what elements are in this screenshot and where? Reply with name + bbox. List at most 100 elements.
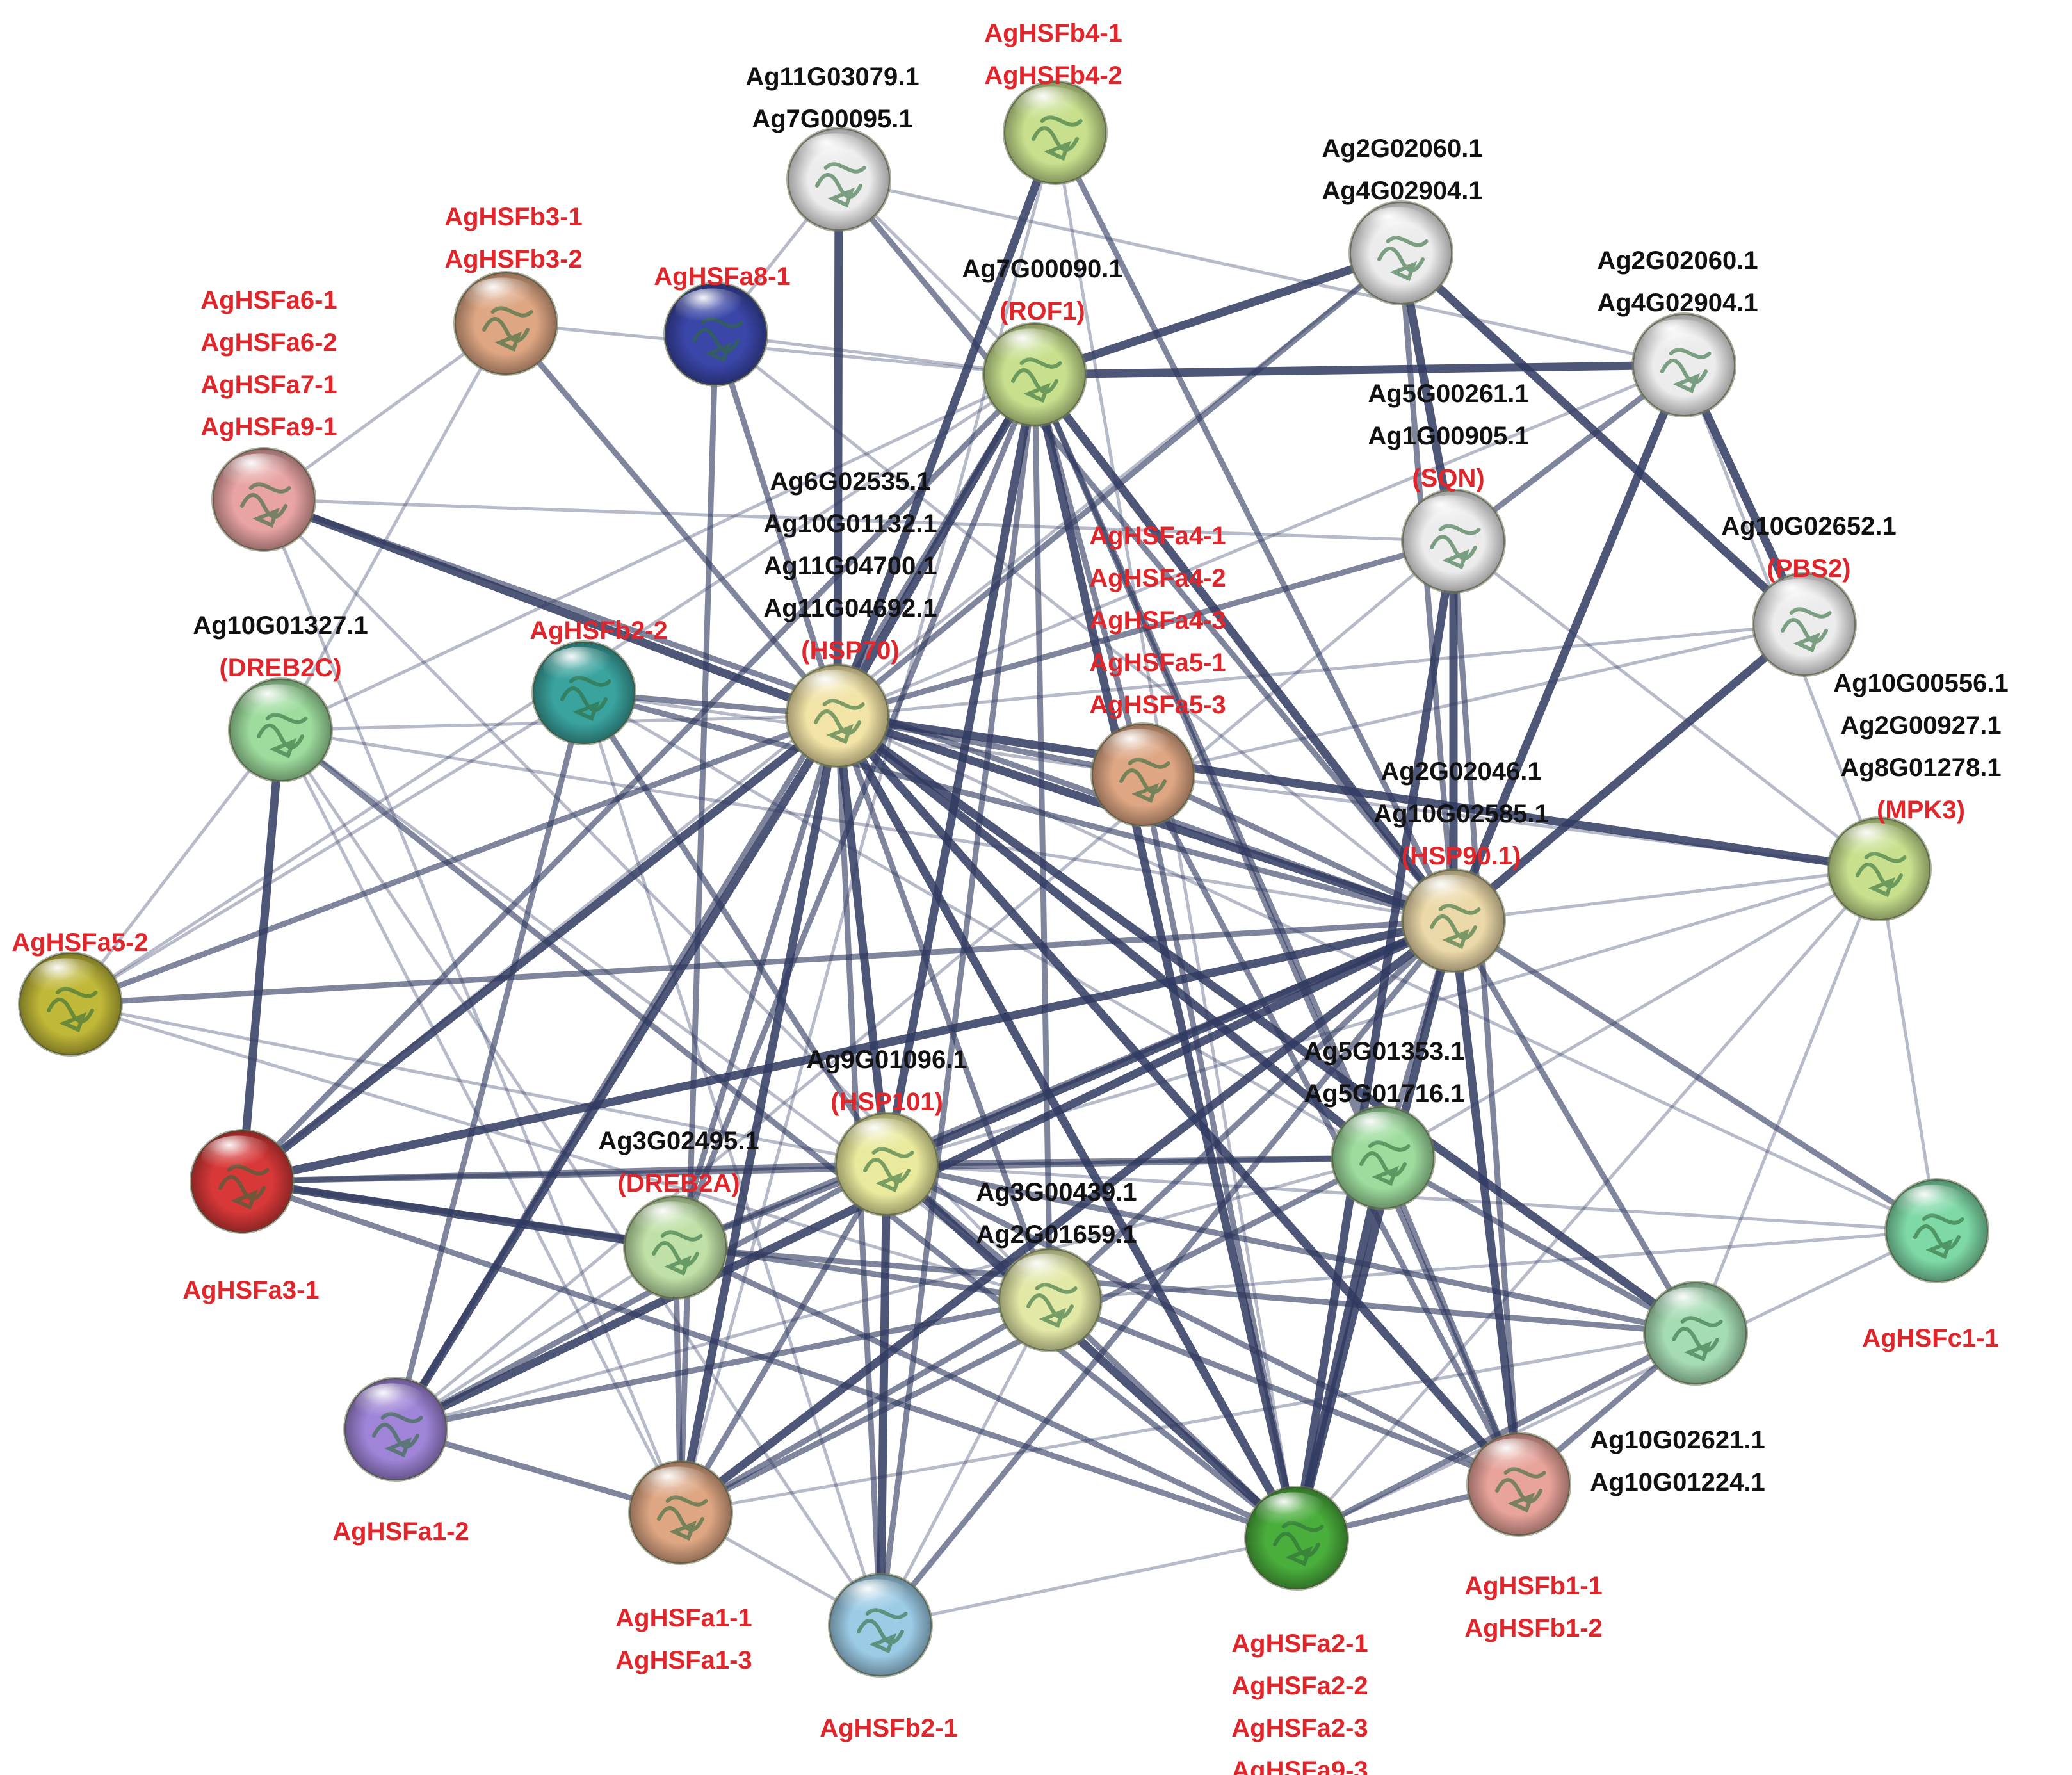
edge-ag3g00439-hsfb1 — [1047, 1297, 1522, 1487]
node-label: Ag2G02060.1 — [1322, 134, 1482, 163]
edge-ag10g02621-hsfa2 — [1293, 1330, 1699, 1541]
node-label: AgHSFc1-1 — [1862, 1324, 1998, 1352]
edge-rof1-hsfb2_1 — [877, 371, 1038, 1628]
edge-ag3g00439-hsfb2_1 — [878, 1298, 1052, 1627]
edge-hsp90-hsfc1 — [1450, 918, 1940, 1234]
node-label: AgHSFa6-1 — [200, 286, 337, 314]
edge-dreb2c-hsfa5_2 — [69, 728, 282, 1006]
node-label: Ag7G00090.1 — [962, 255, 1122, 283]
node-label: AgHSFa5-3 — [1089, 691, 1226, 719]
node-gloss — [640, 1466, 714, 1510]
node-label: Ag11G04700.1 — [763, 552, 937, 580]
edge-hsp101-hsfa1_2 — [393, 1161, 890, 1432]
node-hsfb2-2[interactable]: AgHSFb2-2 — [530, 617, 668, 745]
node-dreb2c[interactable]: Ag10G01327.1(DREB2C) — [193, 612, 368, 782]
edge-ag5g01353-hsfb1 — [1380, 1155, 1522, 1487]
node-rof1[interactable]: Ag7G00090.1 (ROF1) — [962, 255, 1123, 427]
edge-sqn-hsfa2 — [1292, 537, 1458, 1543]
edge-ag10g02621-hsfa1_1 — [679, 1331, 1697, 1514]
node-gloss — [1342, 1112, 1416, 1155]
node-gloss — [1412, 875, 1487, 918]
edge-hsp90-hsfb1 — [1449, 916, 1523, 1489]
node-label: (SQN) — [1412, 464, 1484, 492]
edge-pbs2-hsp90 — [1449, 620, 1809, 925]
edge-dreb2c-hsfb2_1 — [279, 728, 882, 1627]
edge-hsp101-hsfb1 — [884, 1161, 1522, 1487]
edge-ag2g02060_a-pbs2 — [1396, 248, 1809, 629]
node-label: AgHSFb1-2 — [1464, 1614, 1603, 1642]
node-hsfa8[interactable]: AgHSFa8-1 — [654, 263, 791, 387]
edge-rof1-ag3g00439 — [1032, 371, 1053, 1303]
node-label: AgHSFa5-1 — [1089, 649, 1226, 677]
node-label: AgHSFb4-2 — [984, 61, 1122, 90]
node-gloss — [1014, 86, 1089, 130]
node-gloss — [798, 133, 872, 177]
node-label: AgHSFa9-1 — [200, 413, 337, 441]
node-label: Ag2G02060.1 — [1597, 247, 1758, 275]
node-label: AgHSFa2-3 — [1231, 1714, 1368, 1742]
node-hsfb2-1[interactable]: AgHSFb2-1 — [820, 1573, 958, 1742]
node-label: (MPK3) — [1877, 796, 1965, 824]
node-label: Ag10G00556.1 — [1833, 669, 2009, 697]
node-label: AgHSFb1-1 — [1464, 1572, 1603, 1600]
edge-ag5g01353-ag10g02621 — [1380, 1155, 1699, 1336]
edge-hsp70-hsfb1 — [833, 711, 1523, 1489]
node-hsp101[interactable]: Ag9G01096.1(HSP101) — [806, 1046, 967, 1217]
node-hsfa4[interactable]: AgHSFa4-1AgHSFa4-2AgHSFa4-3AgHSFa5-1AgHS… — [1089, 522, 1226, 827]
node-label: (ROF1) — [1000, 297, 1085, 325]
edge-hsp90-dreb2c — [279, 728, 1455, 923]
node-label: Ag10G01224.1 — [1590, 1468, 1765, 1496]
edge-hsp70-hsfa3 — [238, 711, 842, 1186]
node-hsfa5-2[interactable]: AgHSFa5-2 — [12, 928, 149, 1057]
edge-dreb2c-hsfa1_1 — [279, 728, 683, 1514]
node-gloss — [1478, 1438, 1552, 1482]
node-hsp70[interactable]: Ag6G02535.1Ag10G01132.1Ag11G04700.1Ag11G… — [763, 467, 937, 768]
node-gloss — [797, 670, 871, 713]
node-dreb2a[interactable]: Ag3G02495.1(DREB2A) — [598, 1127, 759, 1300]
node-gloss — [1763, 578, 1838, 622]
edge-hsp101-ag10g02621 — [884, 1161, 1699, 1336]
node-label: AgHSFa7-1 — [200, 371, 337, 399]
edge-hsp90-hsfa3 — [238, 916, 1458, 1186]
node-pbs2[interactable]: Ag10G02652.1(PBS2) — [1721, 512, 1897, 677]
node-label: AgHSFb4-1 — [984, 19, 1122, 47]
edge-ag5g01353-hsfa1_2 — [394, 1156, 1385, 1431]
edge-hsp70-hsfa2 — [833, 711, 1301, 1543]
node-label: Ag6G02535.1 — [770, 467, 930, 496]
node-label: AgHSFa6-2 — [200, 328, 337, 357]
edge-hsfa5_2-hsfb2_2 — [69, 691, 586, 1006]
edge-ag2g02060_b-hsp90 — [1449, 361, 1688, 925]
edge-ag11g03079-hsp90 — [836, 176, 1457, 924]
edge-dreb2c-hsfb3 — [279, 321, 508, 732]
node-hsfa3[interactable]: AgHSFa3-1 — [182, 1129, 320, 1304]
edge-hsp70-dreb2a — [672, 713, 841, 1251]
edge-pbs2-hsfa4 — [1141, 622, 1806, 777]
node-hsfa1-2[interactable]: AgHSFa1-2 — [332, 1377, 469, 1546]
node-label: AgHSFa8-1 — [654, 263, 790, 291]
edge-rof1-hsp90 — [1030, 370, 1458, 925]
edge-hsp90-hsfa1_1 — [676, 916, 1458, 1517]
node-label: Ag2G00927.1 — [1840, 711, 2001, 740]
node-label: Ag10G01327.1 — [193, 612, 368, 640]
node-label: Ag11G03079.1 — [745, 63, 919, 91]
edge-hsp101-hsfa1_1 — [677, 1161, 890, 1516]
node-hsfc1[interactable]: AgHSFc1-1 — [1862, 1178, 1999, 1352]
edge-hsfa8-hsp70 — [713, 331, 841, 719]
edge-mpk3-hsfc1 — [1877, 867, 1939, 1233]
edge-ag2g02060_b-rof1 — [1030, 361, 1688, 379]
